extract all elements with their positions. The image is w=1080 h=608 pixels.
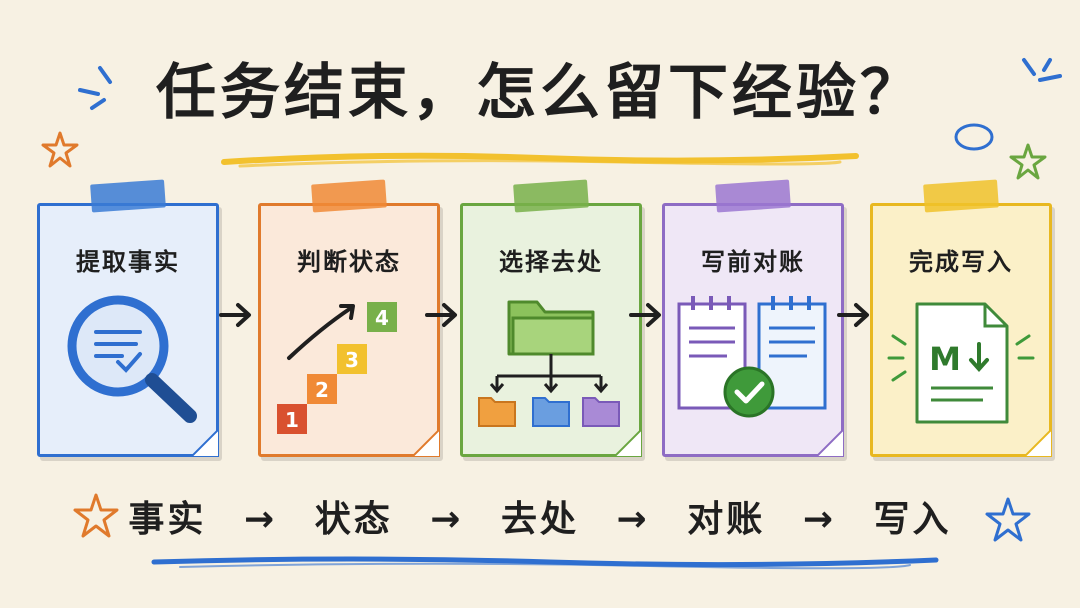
title-underline (221, 152, 859, 168)
magnifier-check-icon (67, 295, 197, 423)
tape (715, 179, 791, 213)
flow-item: 状态 (314, 499, 393, 540)
step-title: 判断状态 (297, 248, 401, 276)
arrow-right-icon (425, 303, 457, 327)
bottom-underline (151, 556, 939, 570)
step-card-reconcile-before-write: 写前对账 (662, 179, 844, 457)
page-curl (614, 429, 642, 457)
sparkle-lines-icon (78, 66, 112, 110)
step-card-extract-facts: 提取事实 (37, 179, 219, 457)
page-title: 任务结束，怎么留下经验？ (156, 58, 924, 128)
tape (923, 179, 999, 213)
page-curl (412, 429, 440, 457)
step-title: 完成写入 (909, 248, 1013, 276)
flow-arrow: → (802, 499, 836, 540)
stairs-steps-icon: 1 2 3 4 (277, 302, 397, 434)
step-title: 提取事实 (76, 248, 180, 276)
notebook-check-icon (677, 296, 827, 418)
star-icon (41, 131, 79, 168)
tape (311, 179, 387, 213)
step-card-complete-write: 完成写入 M (870, 179, 1052, 457)
flow-arrow: → (430, 499, 464, 540)
step-card-choose-destination: 选择去处 (460, 179, 642, 457)
page-curl (191, 429, 219, 457)
markdown-letter: M (929, 340, 961, 378)
flow-item: 事实 (128, 499, 207, 540)
step-title: 选择去处 (499, 248, 603, 276)
flow-arrow: → (243, 499, 278, 540)
step-card-judge-status: 判断状态 1 2 3 4 (258, 179, 440, 457)
flow-item: 去处 (500, 499, 579, 540)
markdown-file-icon: M (887, 302, 1035, 424)
star-icon (1009, 143, 1047, 180)
step-number: 4 (375, 306, 389, 330)
folder-tree-icon (478, 300, 620, 427)
step-title: 写前对账 (701, 248, 805, 276)
sparkle-lines-icon (1022, 58, 1062, 82)
swirl-icon (954, 123, 994, 151)
tape (513, 179, 589, 213)
flow-item: 写入 (873, 499, 952, 540)
page-curl (1024, 429, 1052, 457)
flow-arrow: → (616, 499, 650, 540)
arrow-right-icon (219, 303, 251, 327)
step-number: 1 (285, 408, 299, 432)
star-icon (985, 497, 1031, 542)
arrow-right-icon (629, 303, 661, 327)
tape (90, 179, 166, 213)
flow-summary: 事实 → 状态 → 去处 → 对账 → 写入 (0, 490, 1080, 542)
page-curl (816, 429, 844, 457)
step-number: 2 (315, 378, 329, 402)
star-icon (73, 493, 119, 538)
step-number: 3 (345, 348, 359, 372)
arrow-right-icon (837, 303, 869, 327)
flow-item: 对账 (687, 499, 766, 540)
